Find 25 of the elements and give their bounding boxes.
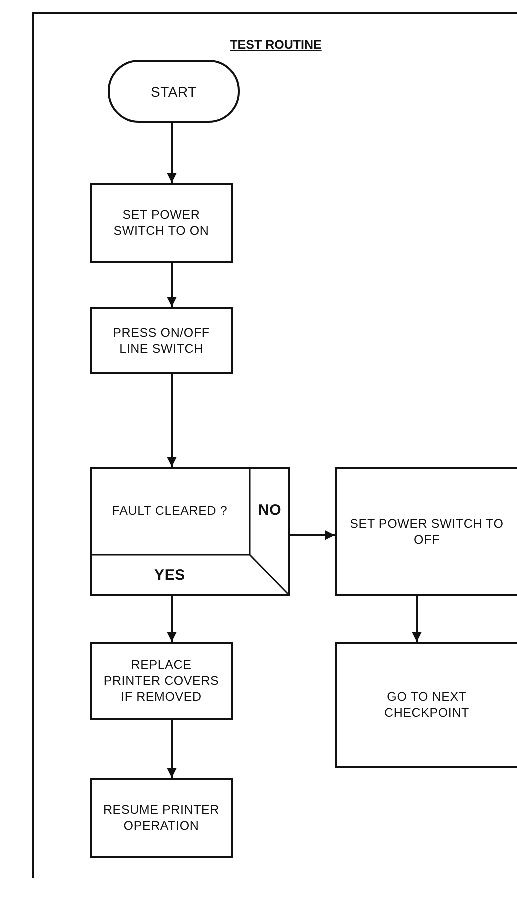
process-box [90,778,233,858]
node-text: RESUME PRINTER OPERATION [102,802,221,834]
arrow [167,374,177,467]
arrow [167,123,177,183]
node-text: REPLACE PRINTER COVERS IF REMOVED [102,657,220,705]
node-text: PRESS ON/OFF LINE SWITCH [112,324,211,356]
process-box [90,307,233,374]
node-text: GO TO NEXT CHECKPOINT [384,689,470,721]
arrow [167,720,177,778]
node-text: START [150,84,198,100]
process-box [335,642,517,768]
process-box [335,467,517,596]
node-text: SET POWER SWITCH TO ON [112,207,210,239]
branch-label: YES [154,566,186,586]
arrow [167,596,177,642]
branch-label: NO [257,501,283,521]
decision-box [90,467,290,596]
arrow [412,596,422,642]
arrow [290,530,335,540]
diagram-title: TEST ROUTINE [229,38,323,52]
arrow [167,263,177,307]
process-box [90,183,233,263]
node-text: SET POWER SWITCH TO OFF [349,516,505,548]
process-box [90,642,233,720]
decision-question: FAULT CLEARED ? [111,503,229,520]
